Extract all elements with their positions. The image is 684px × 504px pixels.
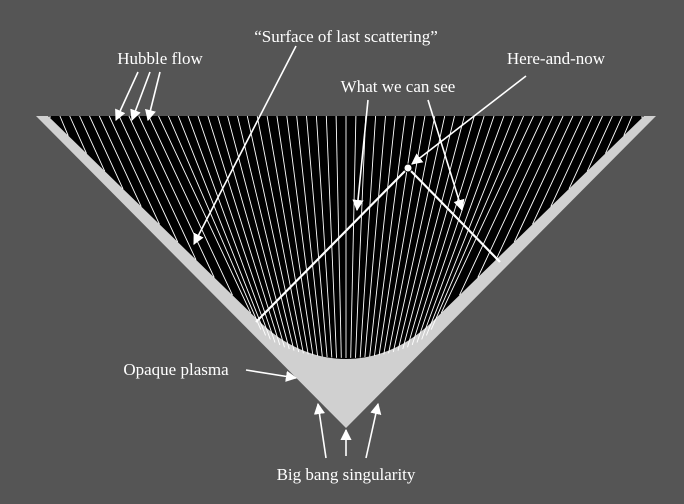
world-line	[207, 115, 281, 346]
world-line	[364, 115, 386, 358]
world-line	[532, 115, 584, 225]
world-line	[197, 115, 276, 343]
world-line	[89, 115, 124, 190]
world-line	[402, 115, 465, 350]
past-light-cone-right	[407, 167, 501, 263]
world-line	[425, 115, 515, 336]
world-line	[177, 115, 267, 336]
what-we-can-see-arrow-1	[352, 99, 369, 212]
world-line	[378, 115, 416, 356]
world-line	[325, 115, 337, 358]
hubble-flow-label: Hubble flow	[117, 49, 203, 68]
world-line	[138, 115, 215, 278]
world-line	[359, 115, 377, 358]
past-light-cone	[255, 163, 501, 323]
world-line	[59, 115, 69, 136]
opaque-plasma-arrow	[245, 369, 298, 382]
world-line	[392, 115, 446, 353]
world-line	[79, 115, 106, 172]
world-line	[369, 115, 396, 357]
world-line	[315, 115, 333, 358]
here-and-now-arrow	[411, 75, 527, 165]
hubble-flow-arrow-2	[130, 71, 151, 122]
world-line	[355, 115, 367, 358]
world-line	[246, 115, 300, 353]
world-line	[187, 115, 271, 340]
last-scattering-label: “Surface of last scattering”	[254, 27, 438, 46]
world-line	[69, 115, 87, 154]
world-line	[237, 115, 295, 351]
world-line	[108, 115, 160, 225]
big-bang-singularity-label: Big bang singularity	[277, 465, 416, 484]
world-line	[167, 115, 262, 330]
world-line	[373, 115, 406, 357]
world-line	[256, 115, 304, 354]
past-light-cone-left	[255, 167, 409, 323]
world-line	[98, 115, 142, 207]
world-line	[416, 115, 495, 343]
world-line	[148, 115, 233, 296]
singularity-arrow-left	[313, 402, 327, 459]
last-scattering-arrow	[193, 45, 297, 245]
world-line	[459, 115, 544, 296]
world-line	[296, 115, 323, 357]
world-line	[306, 115, 328, 358]
world-line	[430, 115, 525, 330]
what-we-can-see-arrow-2	[427, 99, 465, 212]
here-and-now-label: Here-and-now	[507, 49, 606, 68]
world-line	[266, 115, 309, 355]
world-line	[623, 115, 633, 136]
what-we-can-see-label: What we can see	[341, 77, 456, 96]
world-line	[227, 115, 290, 350]
world-line	[158, 115, 252, 314]
world-line	[421, 115, 505, 340]
world-line	[286, 115, 319, 357]
world-line	[568, 115, 603, 190]
singularity-arrow-right	[365, 402, 382, 459]
world-line	[513, 115, 574, 243]
world-line	[118, 115, 179, 243]
world-line	[128, 115, 197, 260]
hubble-flow-arrow-1	[115, 71, 139, 122]
world-line	[276, 115, 314, 356]
world-line	[477, 115, 554, 278]
world-line	[550, 115, 594, 207]
world-line	[388, 115, 436, 354]
world-line	[440, 115, 534, 314]
world-line	[217, 115, 285, 348]
world-line	[350, 115, 357, 358]
opaque-plasma-label: Opaque plasma	[123, 360, 229, 379]
world-line	[407, 115, 475, 348]
world-line	[605, 115, 623, 154]
world-line	[411, 115, 485, 346]
world-line	[586, 115, 613, 172]
hubble-flow-arrow-3	[145, 71, 161, 122]
world-line	[495, 115, 564, 260]
here-and-now-point	[403, 163, 413, 173]
